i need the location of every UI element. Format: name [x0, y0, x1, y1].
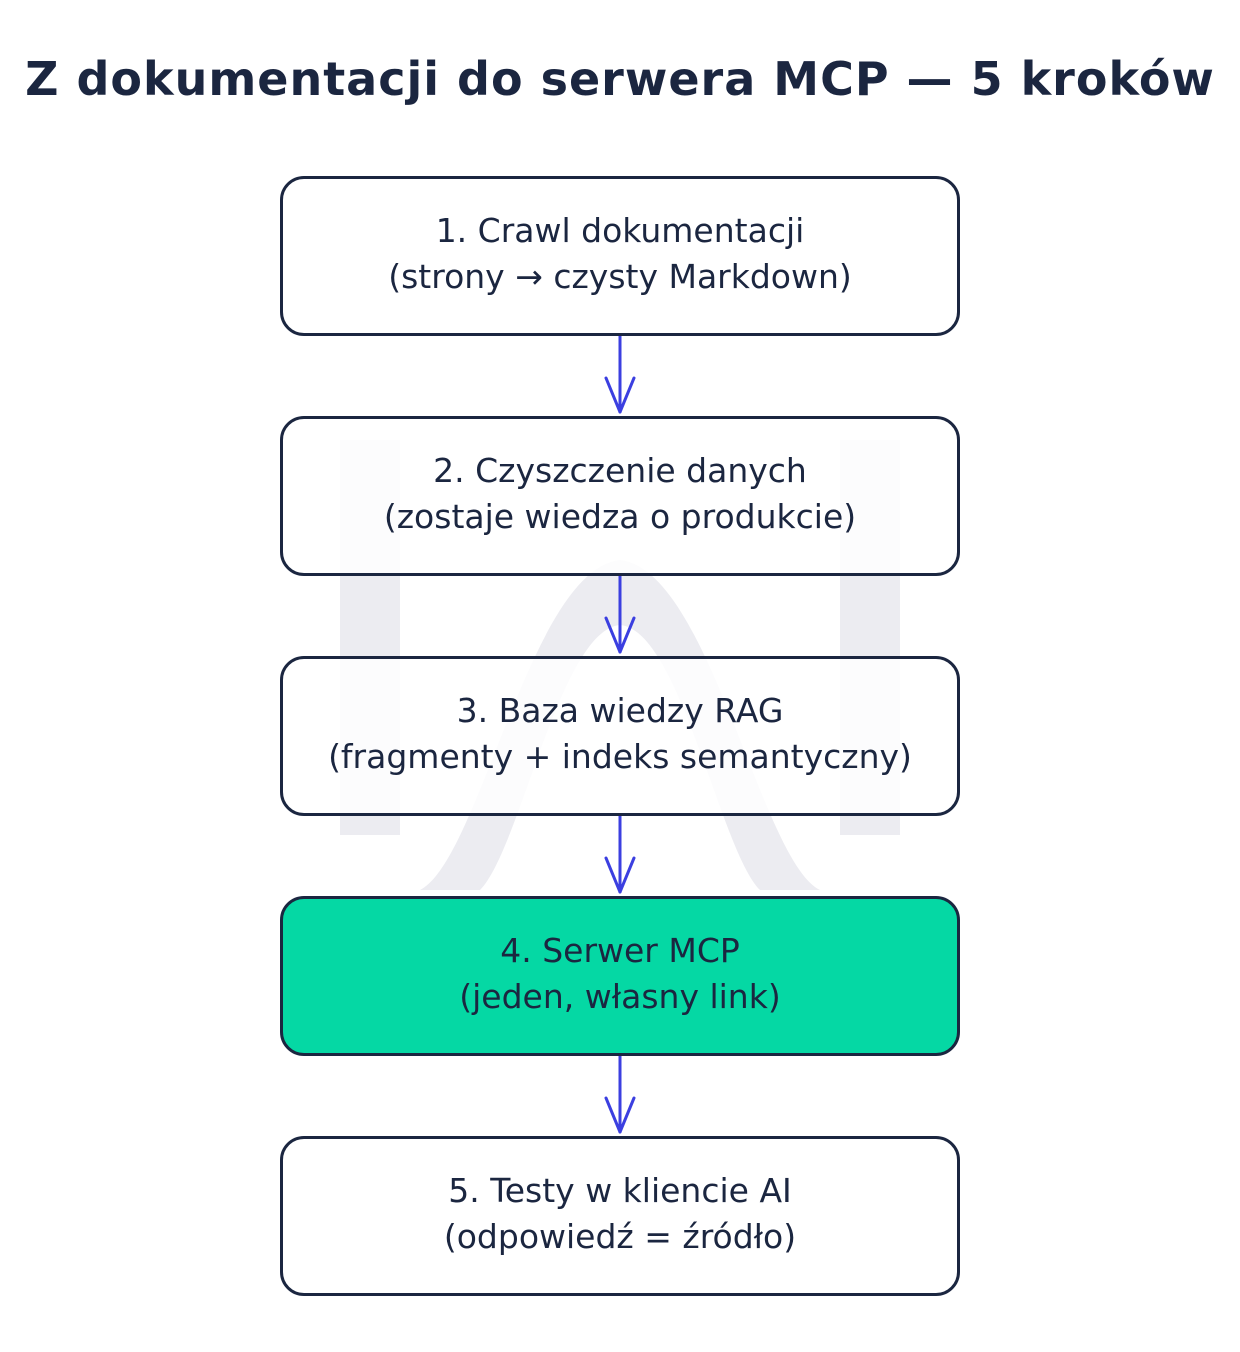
diagram-title: Z dokumentacji do serwera MCP — 5 kroków: [25, 52, 1215, 106]
step-3-description: (fragmenty + indeks semantyczny): [328, 737, 912, 776]
step-5-description: (odpowiedź = źródło): [443, 1217, 797, 1256]
arrow-3-to-4: [604, 814, 636, 894]
step-2-title: 2. Czyszczenie danych: [433, 451, 807, 490]
step-1-description: (strony → czysty Markdown): [388, 257, 852, 296]
step-2-box: 2. Czyszczenie danych (zostaje wiedza o …: [280, 416, 960, 576]
arrow-1-to-2: [604, 334, 636, 414]
arrow-4-to-5: [604, 1054, 636, 1134]
step-3-title: 3. Baza wiedzy RAG: [456, 691, 784, 730]
step-1-box: 1. Crawl dokumentacji (strony → czysty M…: [280, 176, 960, 336]
step-1-title: 1. Crawl dokumentacji: [435, 211, 805, 250]
step-4-box-highlighted: 4. Serwer MCP (jeden, własny link): [280, 896, 960, 1056]
step-5-box: 5. Testy w kliencie AI (odpowiedź = źród…: [280, 1136, 960, 1296]
step-5-title: 5. Testy w kliencie AI: [448, 1171, 792, 1210]
step-4-description: (jeden, własny link): [459, 977, 781, 1016]
step-2-description: (zostaje wiedza o produkcie): [383, 497, 857, 536]
step-3-box: 3. Baza wiedzy RAG (fragmenty + indeks s…: [280, 656, 960, 816]
step-4-title: 4. Serwer MCP: [500, 931, 740, 970]
arrow-2-to-3: [604, 574, 636, 654]
